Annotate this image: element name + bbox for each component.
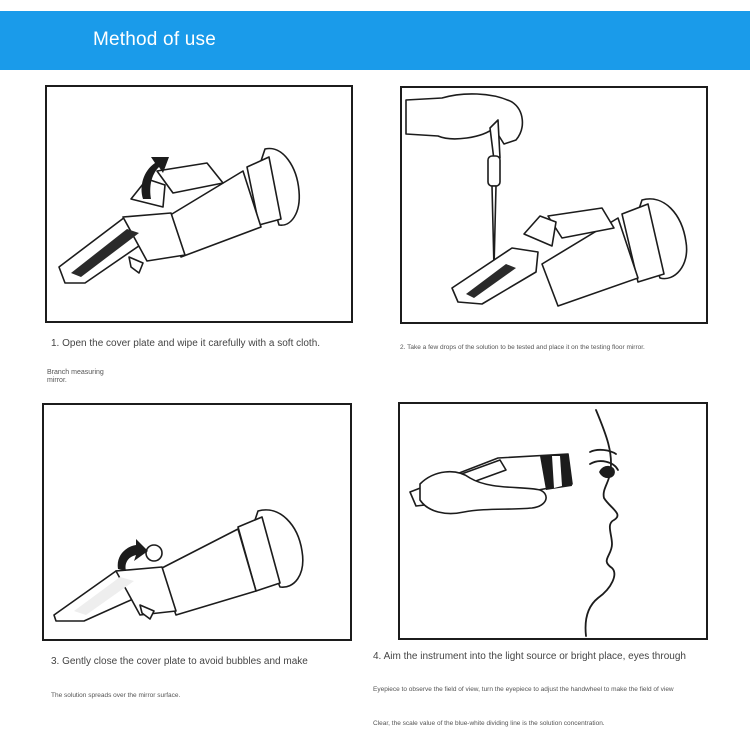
step-3-caption-cont: The solution spreads over the mirror sur… [51, 692, 181, 699]
step-4-caption: 4. Aim the instrument into the light sou… [373, 651, 686, 662]
step-1-caption: 1. Open the cover plate and wipe it care… [51, 338, 321, 349]
step-3-panel [42, 403, 352, 641]
eye-viewing-illustration [409, 409, 619, 637]
step-2-panel [400, 86, 708, 324]
step-4-caption-cont: Eyepiece to observe the field of view, t… [373, 686, 674, 693]
step-1-panel [45, 85, 353, 323]
step-3-caption: 3. Gently close the cover plate to avoid… [51, 656, 308, 667]
step-4-caption-cont2: Clear, the scale value of the blue-white… [373, 720, 605, 727]
step-2-caption: 2. Take a few drops of the solution to b… [400, 344, 645, 351]
refractometer-closing-illustration [53, 509, 304, 622]
header-bar [0, 11, 750, 70]
step-4-panel [398, 402, 708, 640]
refractometer-open-illustration [58, 147, 301, 284]
page-title: Method of use [93, 29, 217, 50]
dropper-hand-illustration [405, 93, 688, 307]
step-1-note: Branch measuring mirror. [47, 369, 104, 384]
